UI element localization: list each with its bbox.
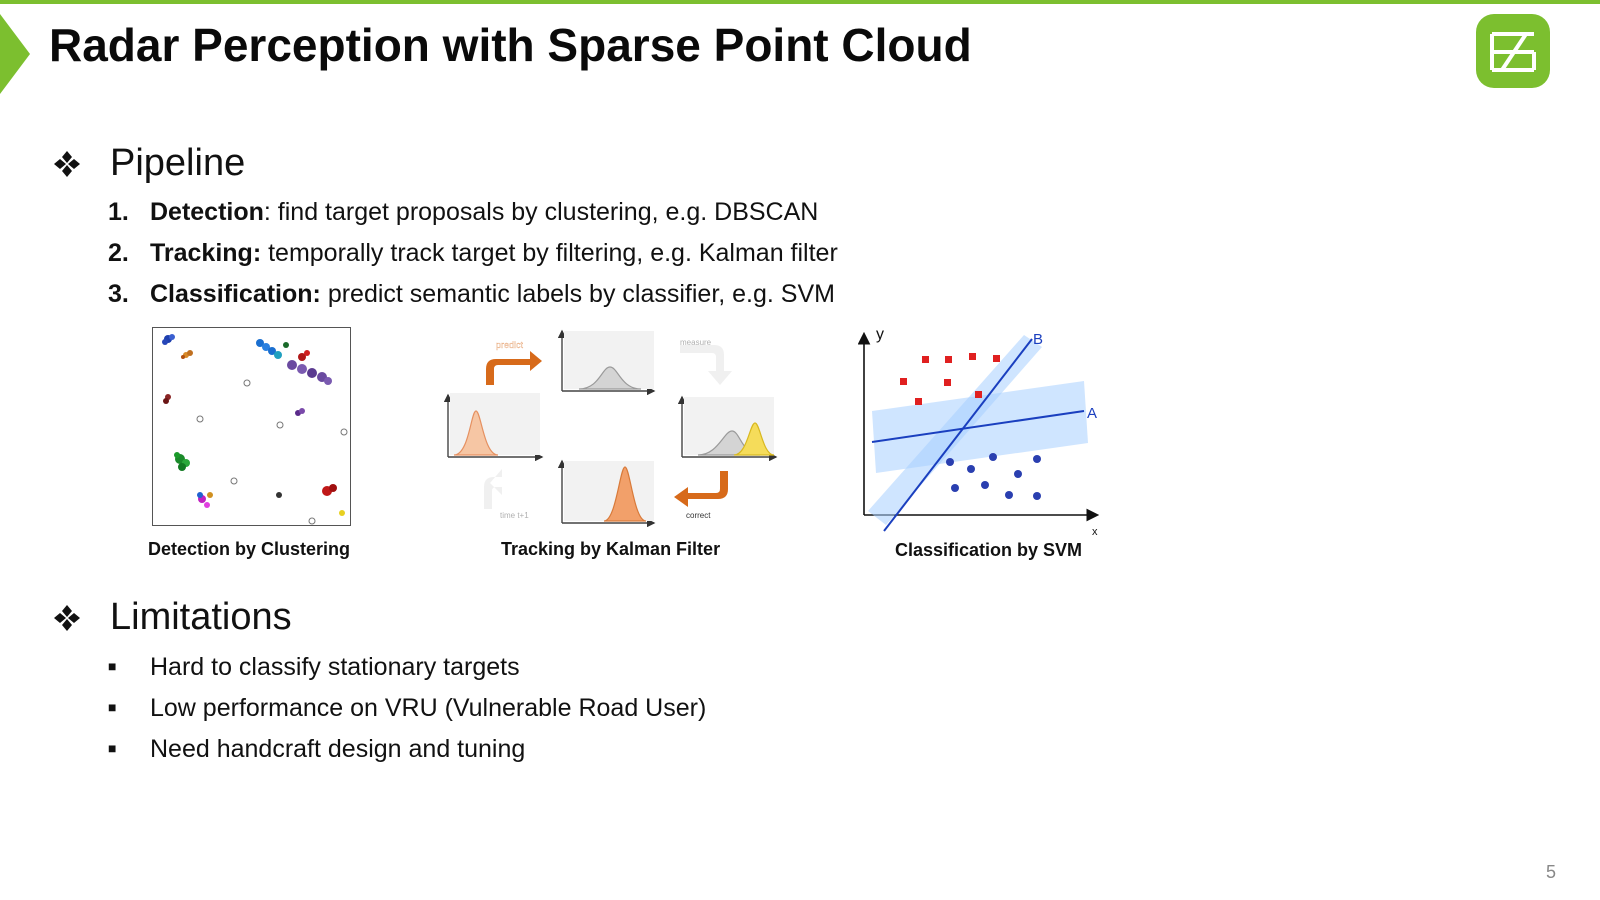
kalman-measure-label: measure (680, 338, 712, 347)
square-bullet-icon: ■ (108, 658, 117, 674)
limitation-text: Low performance on VRU (Vulnerable Road … (150, 694, 707, 722)
caption-clustering: Detection by Clustering (148, 539, 351, 559)
kalman-correct-label: correct (686, 511, 711, 520)
page-number: 5 (1546, 862, 1557, 882)
svm-line-b-label: B (1033, 331, 1043, 348)
clustering-figure (152, 327, 351, 526)
step-number: 1. (108, 198, 129, 226)
slide-title: Radar Perception with Sparse Point Cloud (49, 19, 972, 71)
step-term: Tracking: (150, 239, 262, 267)
diamond-bullet-icon (54, 150, 80, 177)
limitation-text: Need handcraft design and tuning (150, 735, 526, 763)
step-desc: : find target proposals by clustering, e… (263, 198, 819, 226)
kalman-time-label: time t+1 (500, 511, 529, 520)
title-arrow-icon (0, 14, 30, 94)
limitation-item: ■ Need handcraft design and tuning (108, 735, 525, 764)
square-bullet-icon: ■ (108, 740, 117, 756)
limitation-item: ■ Low performance on VRU (Vulnerable Road… (108, 694, 706, 723)
pipeline-heading-text: Pipeline (110, 142, 246, 184)
pipeline-step: 2. Tracking: temporally track target by f… (108, 239, 838, 268)
svm-red-points (900, 353, 1000, 405)
logo-icon (1476, 14, 1550, 88)
svm-line-a-label: A (1087, 405, 1097, 422)
step-term: Classification: (150, 280, 321, 308)
pipeline-step: 3. Classification: predict semantic label… (108, 280, 835, 309)
limitations-heading-text: Limitations (110, 596, 292, 638)
limitation-text: Hard to classify stationary targets (150, 653, 520, 681)
svm-y-label: y (876, 326, 884, 343)
kalman-predict-label: predict (496, 340, 524, 350)
svm-figure: y x A B (858, 326, 1100, 535)
limitation-item: ■ Hard to classify stationary targets (108, 653, 520, 682)
square-bullet-icon: ■ (108, 699, 117, 715)
caption-svm: Classification by SVM (895, 540, 1083, 560)
pipeline-step: 1. Detection: find target proposals by cl… (108, 198, 818, 227)
svm-x-label: x (1092, 526, 1098, 535)
kalman-figure: predict measure correct time t+1 (444, 329, 778, 527)
step-desc: predict semantic labels by classifier, e… (320, 280, 835, 308)
step-number: 3. (108, 280, 129, 308)
caption-kalman: Tracking by Kalman Filter (501, 539, 721, 559)
step-term: Detection (150, 198, 264, 226)
svm-blue-points (946, 453, 1041, 500)
step-desc: temporally track target by filtering, e.… (261, 239, 838, 267)
diamond-bullet-icon (54, 604, 80, 631)
pipeline-heading: Pipeline (52, 142, 245, 185)
limitations-heading: Limitations (52, 596, 292, 639)
step-number: 2. (108, 239, 129, 267)
cluster-blobs (162, 334, 348, 525)
top-accent-line (0, 0, 1600, 4)
